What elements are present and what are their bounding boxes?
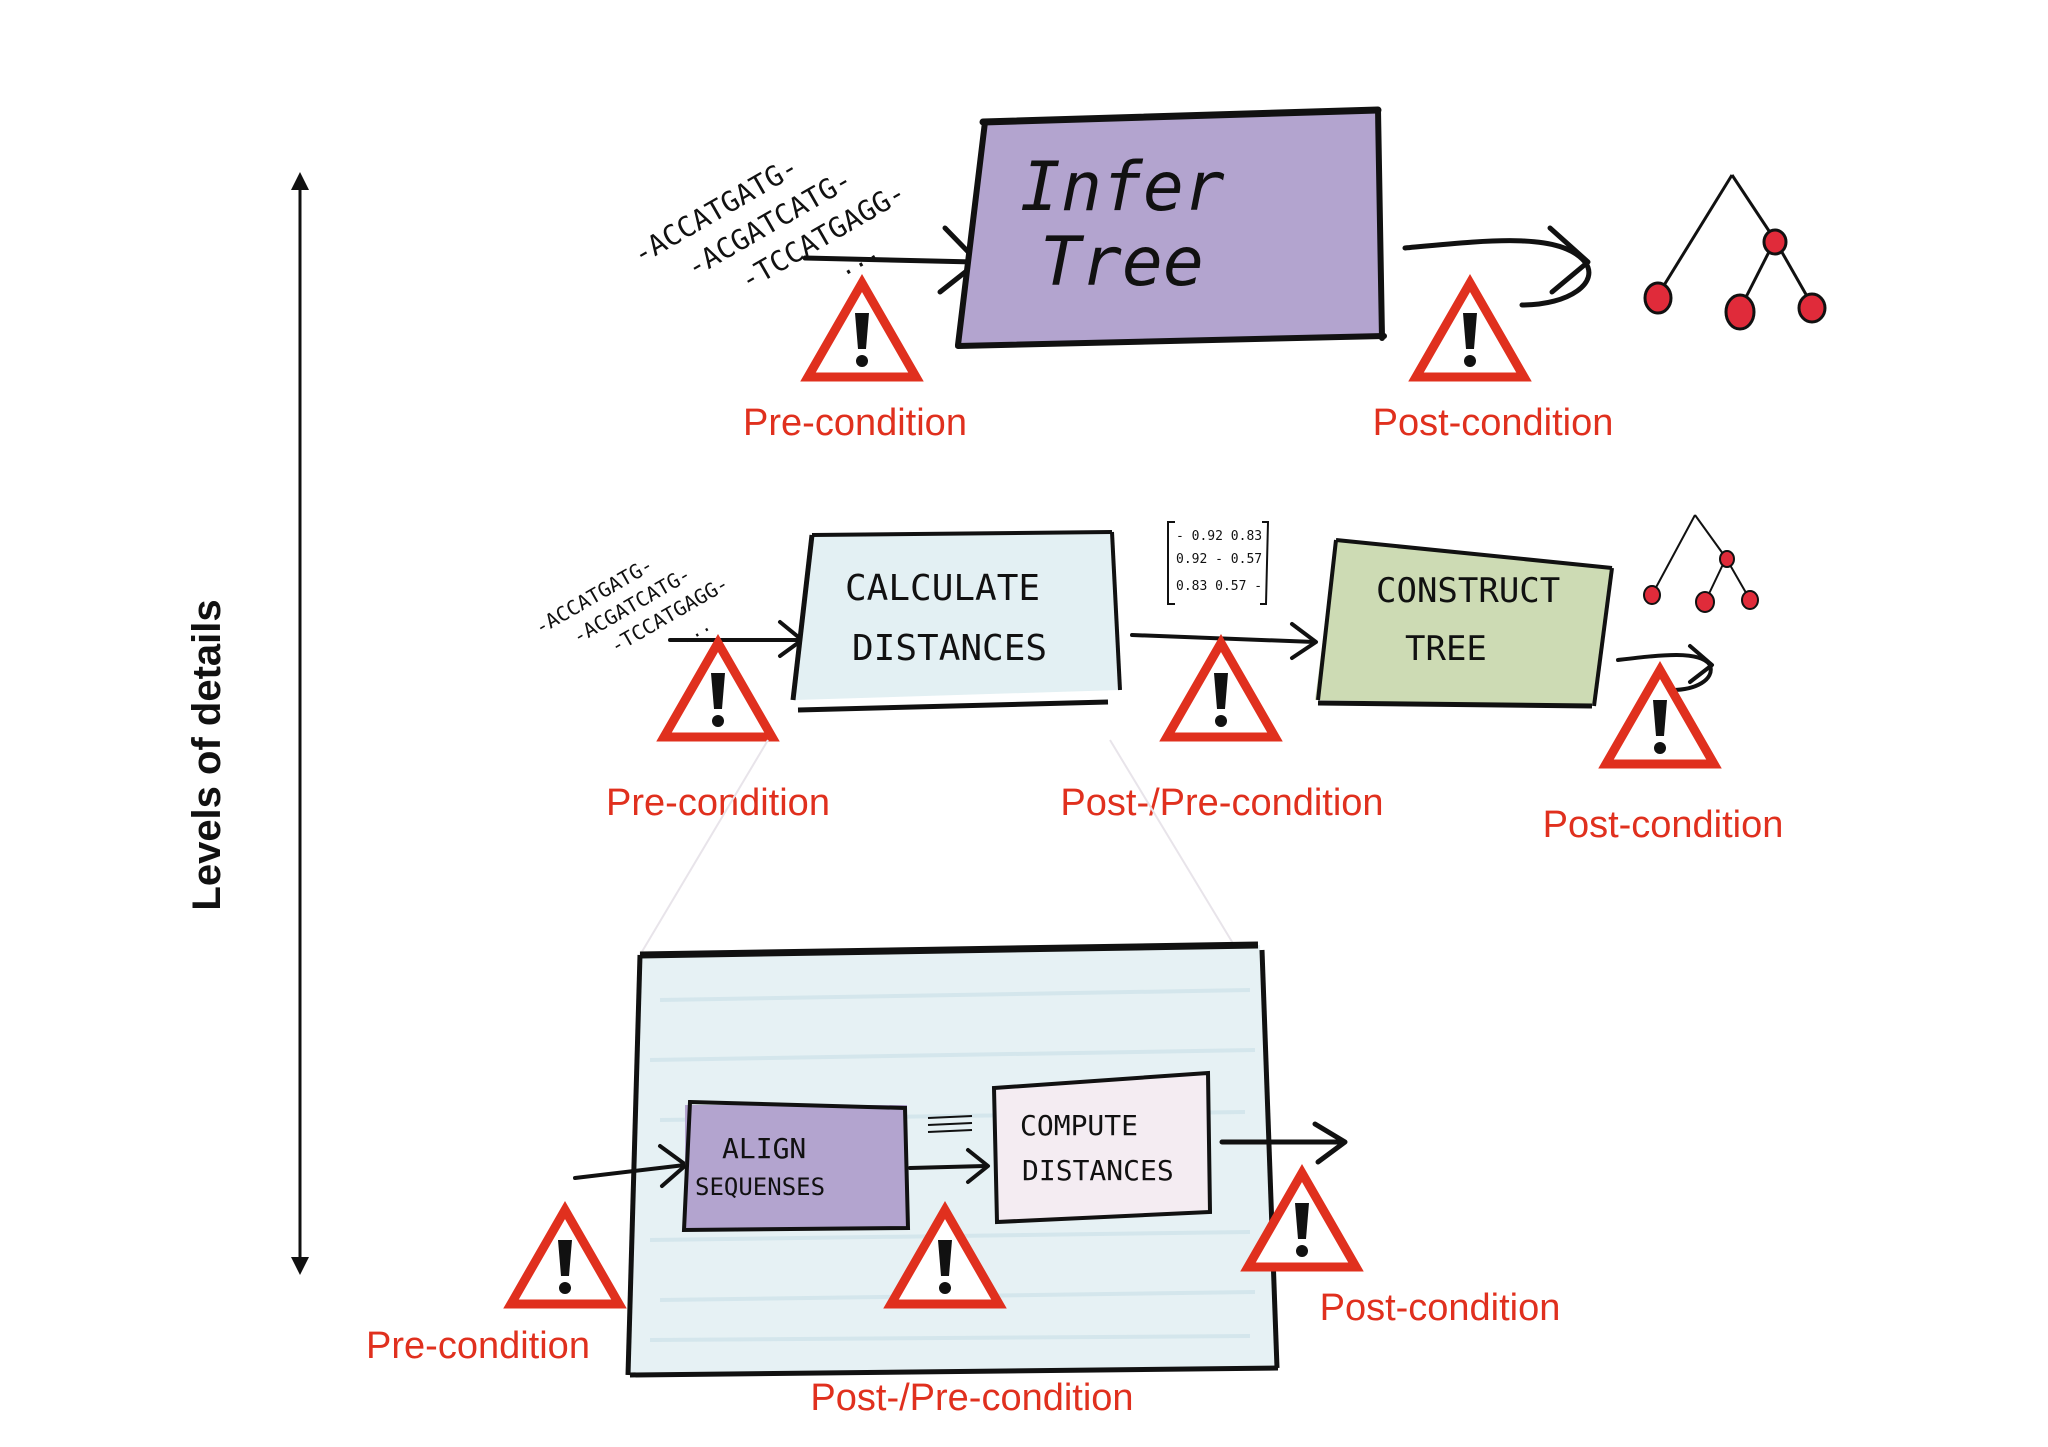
pre-condition-warning-icon [664, 643, 772, 737]
distance-matrix: - 0.92 0.83 0.92 - 0.57 0.83 0.57 - [1167, 521, 1270, 605]
zoom-lines [639, 739, 1241, 956]
matrix-row-2: 0.92 - 0.57 [1176, 552, 1262, 567]
level-3: ALIGN SEQUENSES COMPUTE DISTANCES Pre-co… [366, 941, 1561, 1419]
compute-distances-box: COMPUTE DISTANCES [991, 1070, 1213, 1225]
infer-tree-box: Infer Tree [955, 106, 1387, 349]
arrow-head-icon [1547, 225, 1591, 295]
levels-axis: Levels of details [185, 172, 309, 1275]
level1-pre-condition-label: Pre-condition [743, 402, 967, 444]
post-condition-warning-icon [1416, 283, 1524, 377]
distances-label: DISTANCES [1022, 1154, 1174, 1187]
calculate-label: CALCULATE [845, 568, 1040, 609]
tree-icon [1643, 174, 1827, 331]
matrix-row-1: - 0.92 0.83 [1176, 529, 1262, 544]
construct-label: CONSTRUCT [1376, 571, 1560, 611]
axis-label: Levels of details [185, 599, 229, 910]
level-1: -ACCATGATG- -ACGATCATG- -TCCATGAGG- ... … [627, 106, 1827, 444]
sequences-label: SEQUENSES [695, 1173, 825, 1201]
post-pre-condition-warning-icon [1167, 643, 1275, 737]
align-label: ALIGN [722, 1132, 806, 1165]
alignment-marks-icon [927, 1115, 973, 1133]
level1-post-condition-label: Post-condition [1373, 402, 1614, 444]
infer-label: Infer [1020, 148, 1225, 227]
axis-arrow-down-icon [291, 1257, 309, 1275]
axis-arrow-up-icon [291, 172, 309, 190]
construct-tree-box: CONSTRUCT TREE [1315, 538, 1614, 709]
level2-post-condition-label: Post-condition [1543, 804, 1784, 846]
distances-label: DISTANCES [852, 628, 1047, 669]
tree-icon [1643, 514, 1759, 613]
pre-condition-warning-icon [808, 283, 916, 377]
tree-label: Tree [1040, 223, 1204, 302]
compute-label: COMPUTE [1020, 1109, 1138, 1142]
arrow-head-icon [966, 1148, 990, 1184]
arrow-head-icon [1290, 622, 1318, 660]
arrow-head-icon [1688, 644, 1714, 684]
level2-post-pre-condition-label: Post-/Pre-condition [1060, 782, 1383, 824]
tree-label: TREE [1405, 629, 1487, 669]
level3-pre-condition-label: Pre-condition [366, 1325, 590, 1367]
align-sequences-box: ALIGN SEQUENSES [681, 1099, 911, 1233]
level-2: -ACCATGATG- -ACGATCATG- -TCCATGAGG- ... … [531, 514, 1784, 846]
calculate-distances-box: CALCULATE DISTANCES [790, 530, 1122, 713]
level3-post-pre-condition-label: Post-/Pre-condition [810, 1377, 1133, 1419]
arrow-head-icon [1312, 1121, 1348, 1165]
level3-post-condition-label: Post-condition [1320, 1287, 1561, 1329]
matrix-row-3: 0.83 0.57 - [1176, 579, 1262, 594]
pre-condition-warning-icon [511, 1210, 619, 1304]
level2-pre-condition-label: Pre-condition [606, 782, 830, 824]
